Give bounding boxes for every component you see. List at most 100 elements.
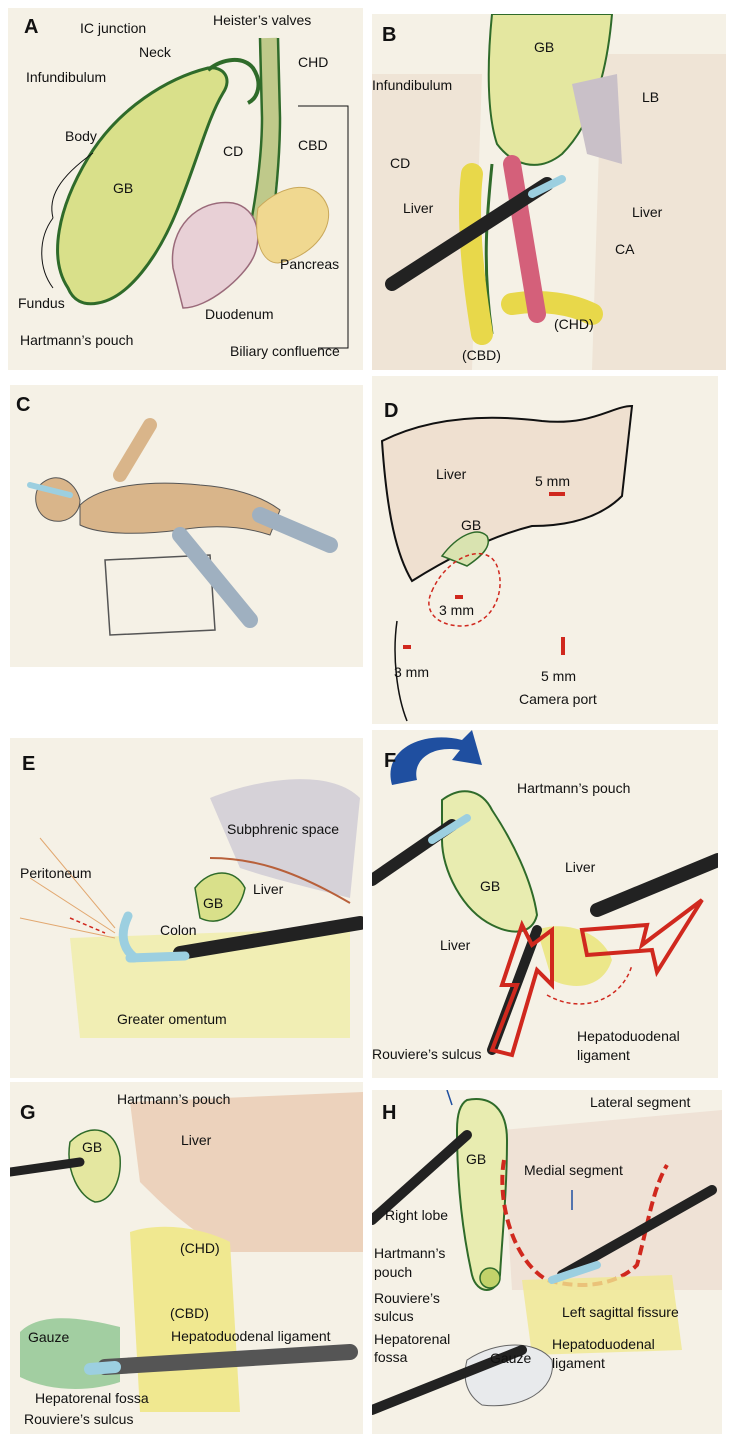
label-liver-right: Liver [632,204,663,220]
port-marker-5mm-bottom [561,637,565,655]
fat-cluster [459,163,603,345]
label-liver: Liver [436,466,467,482]
leg-left [172,527,258,628]
red-dashed-arrow [69,917,106,934]
leg-right [252,507,338,553]
label-gb: GB [466,1151,487,1167]
label-cbd: (CBD) [462,347,501,363]
label-right-lobe: Right lobe [385,1207,449,1223]
gb-shape [441,790,539,933]
liver-area [130,1092,363,1252]
panel-e-drawing [19,779,363,1038]
label-body: Body [65,128,97,144]
gb-shape [455,1098,509,1291]
gb-shape [68,1129,121,1203]
panel-letter-a: A [24,16,39,38]
label-hepatorenal-1: Hepatorenal [374,1331,451,1347]
label-rouvieres-sulcus: Rouviere’s sulcus [24,1411,134,1427]
port-marker-3mm-left [403,645,411,649]
panel-letter-d: D [384,400,399,422]
label-liver-left: Liver [440,937,471,953]
label-gb: GB [203,895,224,911]
panel-g-drawing [10,1092,363,1412]
panel-letter-b: B [382,24,397,46]
liver-edge [209,857,351,904]
label-infundibulum: Infundibulum [26,69,107,85]
instrument-left-tip [428,814,471,844]
label-gb: GB [113,180,134,196]
label-cd: CD [390,155,411,171]
medial-segment-area [502,1110,722,1290]
label-lb: LB [642,89,660,105]
label-ic-junction: IC junction [80,20,147,36]
label-lateral-segment: Lateral segment [590,1094,691,1110]
label-liver-left: Liver [403,200,434,216]
hepatoduodenal-fat [522,1275,682,1355]
pancreas-shape [256,186,330,264]
label-infundibulum: Infundibulum [372,77,453,93]
operating-table [104,554,216,636]
label-port-3mm-left: 3 mm [394,664,429,680]
label-camera-port: Camera port [519,691,597,707]
cystic-artery [503,155,546,323]
body-arrow [51,152,94,219]
instrument-right-shaft [557,1185,717,1280]
label-gb: GB [82,1139,103,1155]
label-chd: (CHD) [180,1240,220,1256]
duodenum-shape [171,201,259,309]
label-heisters-valves: Heister’s valves [213,12,312,28]
label-left-sagittal: Left sagittal fissure [562,1304,679,1320]
label-chd: CHD [298,54,329,70]
panel-letter-c: C [16,394,31,416]
instrument-grasper [118,911,190,963]
label-hepatoduodenal-1: Hepatoduodenal [577,1028,680,1044]
cystic-duct [206,58,261,105]
label-port-3mm-mid: 3 mm [439,602,474,618]
subphrenic-space-area [210,779,360,898]
port-marker-5mm-top [549,492,565,496]
panel-e: E Subphrenic space Peritoneum Liver GB C… [10,738,363,1078]
instrument-right-shaft [590,853,718,917]
label-liver: Liver [253,881,284,897]
label-liver: Liver [181,1132,212,1148]
gb-shape [194,872,246,922]
panel-f-drawing [372,730,718,1058]
panel-a: A IC junction Heister’s valves Neck Infu… [8,8,363,370]
label-duodenum: Duodenum [205,306,274,322]
gallbladder-shape [56,66,229,306]
label-subphrenic-space: Subphrenic space [227,821,340,837]
liver-right-area [592,54,726,370]
panel-g: G Hartmann’s pouch GB Liver (CHD) (CBD) … [10,1082,363,1434]
panel-c: C [10,385,363,667]
label-hepatoduodenal-1: Hepatoduodenal [552,1336,655,1352]
label-hartmanns-pouch: Hartmann’s pouch [117,1091,231,1107]
biliary-confluence-bracket [308,105,349,349]
panel-letter-h: H [382,1102,397,1124]
label-ca: CA [615,241,635,257]
instrument-bottom-shaft [372,1345,527,1415]
label-gb: GB [480,878,501,894]
lb-shading [572,74,622,164]
gb-shape [440,531,489,567]
panel-letter-f: F [384,750,397,772]
label-gauze: Gauze [490,1350,532,1366]
label-hepatorenal-fossa: Hepatorenal fossa [35,1390,149,1406]
peritoneum-rays [19,837,116,939]
panel-h-drawing [372,1090,722,1415]
hartmanns-pouch-marker [479,1267,501,1289]
liver-left-area [372,74,482,370]
label-hartmanns-pouch: Hartmann’s pouch [20,332,134,348]
label-hepatorenal-2: fossa [374,1349,408,1365]
red-dashed-arc [546,964,633,1005]
liver-outline [380,404,634,583]
label-fundus: Fundus [18,295,65,311]
instrument-bottom-shaft [97,1344,358,1375]
arm-up [113,418,157,482]
fundus-arrow [41,217,54,289]
label-chd: (CHD) [554,316,594,332]
panel-d-drawing [380,404,634,722]
label-rouvieres-sulcus: Rouviere’s sulcus [372,1046,482,1062]
red-arrow-right [579,898,704,978]
red-arrow-bottom [489,919,554,1058]
label-gb: GB [534,39,555,55]
